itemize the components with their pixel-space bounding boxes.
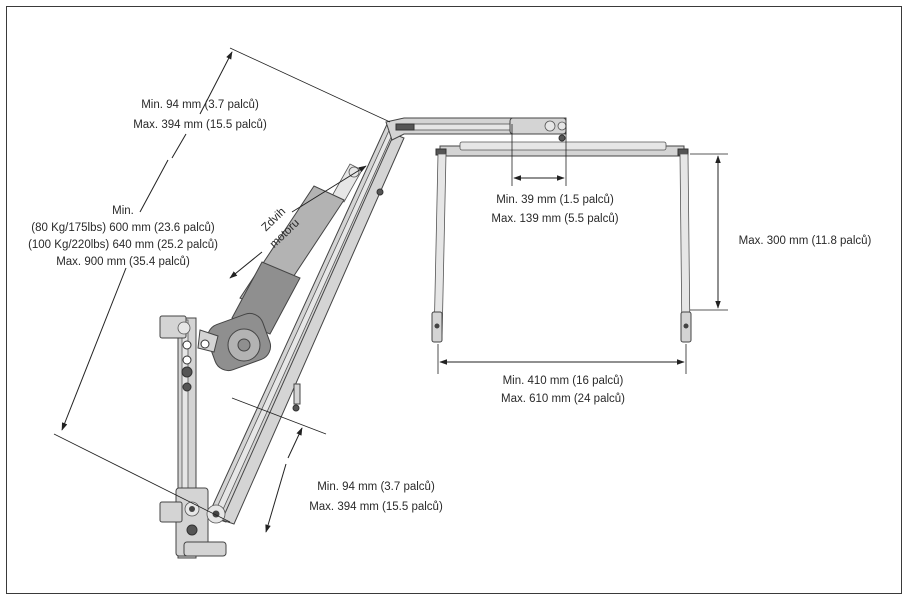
base-max-label: Max. 394 mm (15.5 palců) [309, 501, 443, 513]
main-arm-max-label: Max. 900 mm (35.4 palců) [56, 256, 190, 268]
top-arm-max-label: Max. 394 mm (15.5 palců) [133, 119, 267, 131]
width-min-label: Min. 410 mm (16 palců) [503, 375, 624, 387]
top-arm [385, 117, 567, 142]
main-arm-80kg-label: (80 Kg/175lbs) 600 mm (23.6 palců) [31, 222, 215, 234]
spread-max-label: Max. 139 mm (5.5 palců) [491, 213, 618, 225]
linear-actuator [197, 163, 363, 372]
drawing-frame [6, 6, 902, 594]
dimension-lines [53, 47, 728, 533]
top-arm-min-label: Min. 94 mm (3.7 palců) [141, 99, 259, 111]
dimension-labels: Min. 94 mm (3.7 palců) Max. 394 mm (15.5… [28, 99, 871, 513]
cradle [431, 141, 692, 343]
base-min-label: Min. 94 mm (3.7 palců) [317, 481, 435, 493]
spread-min-label: Min. 39 mm (1.5 palců) [496, 194, 614, 206]
main-arm-100kg-label: (100 Kg/220lbs) 640 mm (25.2 palců) [28, 239, 218, 251]
width-max-label: Max. 610 mm (24 palců) [501, 393, 625, 405]
main-arm [206, 121, 405, 525]
main-arm-min-label: Min. [112, 205, 134, 217]
height-max-label: Max. 300 mm (11.8 palců) [739, 235, 872, 247]
